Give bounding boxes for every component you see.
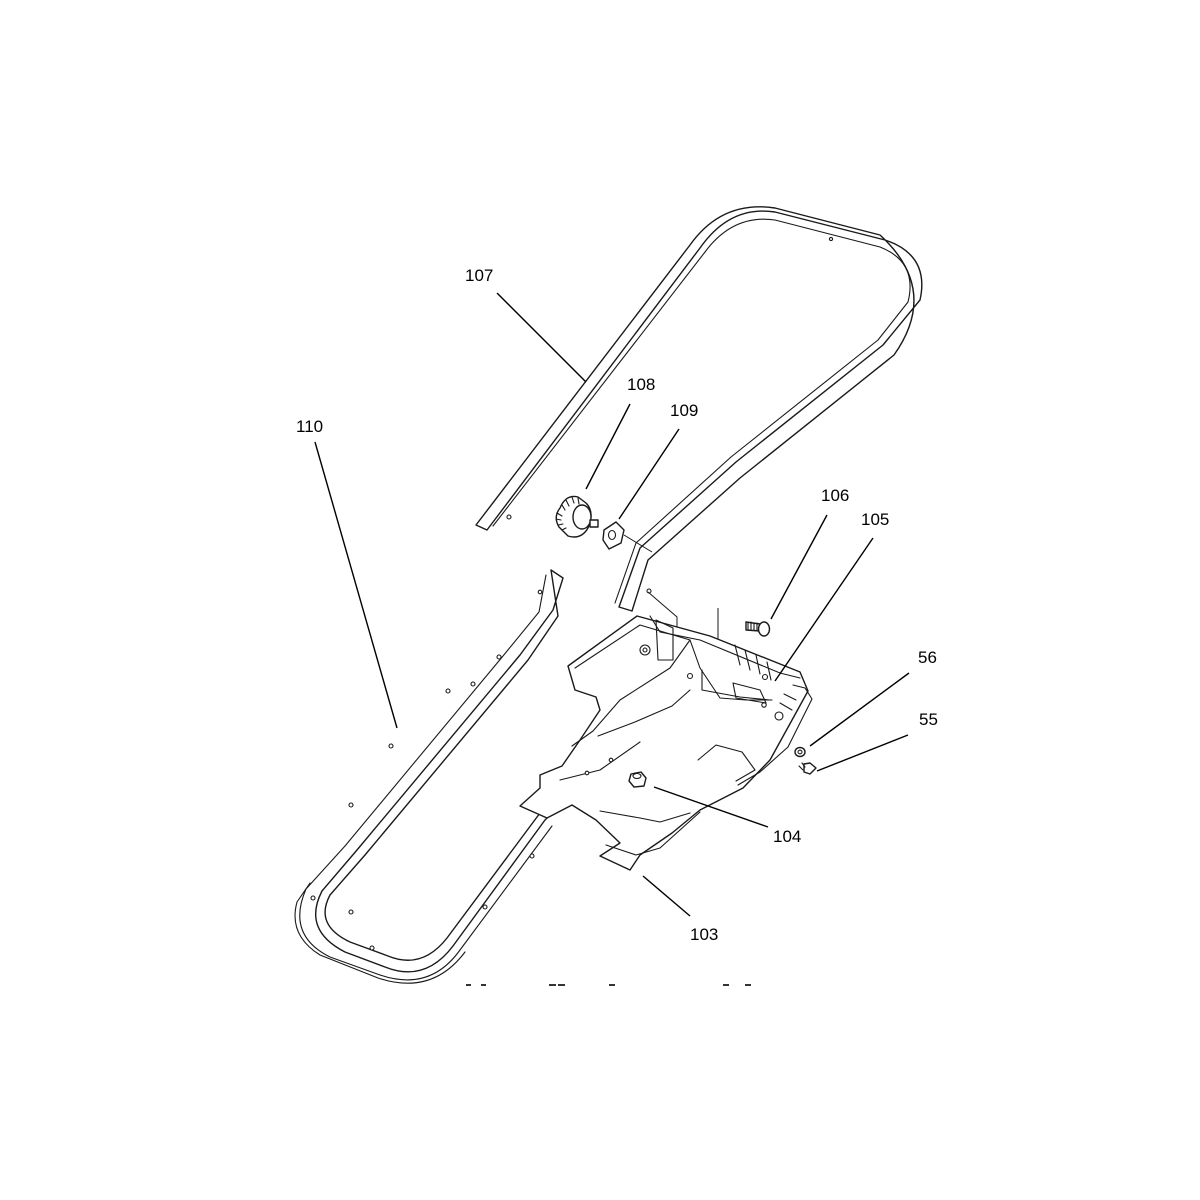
leader-106 <box>770 514 828 620</box>
leader-110 <box>314 441 398 729</box>
leader-104 <box>653 786 769 828</box>
spacer-104 <box>628 771 647 788</box>
screw-55 <box>798 762 817 775</box>
knob-108 <box>555 495 599 538</box>
leader-56 <box>809 672 910 747</box>
leader-105 <box>774 537 874 682</box>
callout-103: 103 <box>690 925 718 944</box>
callout-109: 109 <box>670 401 698 420</box>
callout-56: 56 <box>918 648 937 667</box>
lower-handle-110 <box>294 569 586 984</box>
washer-56 <box>794 746 806 758</box>
callout-106: 106 <box>821 486 849 505</box>
callout-105: 105 <box>861 510 889 529</box>
leader-108 <box>585 403 631 490</box>
base-plate-103 <box>519 615 813 871</box>
leader-103 <box>642 875 691 917</box>
callout-107: 107 <box>465 266 493 285</box>
spacer-109 <box>602 521 625 550</box>
leader-109 <box>618 428 680 520</box>
callout-110: 110 <box>296 417 323 436</box>
leader-55 <box>816 734 909 772</box>
callout-108: 108 <box>627 375 655 394</box>
bolt-106 <box>745 621 771 637</box>
callout-55: 55 <box>919 710 938 729</box>
callout-104: 104 <box>773 827 801 846</box>
leader-107 <box>496 292 587 383</box>
upper-handle-107 <box>475 206 923 612</box>
